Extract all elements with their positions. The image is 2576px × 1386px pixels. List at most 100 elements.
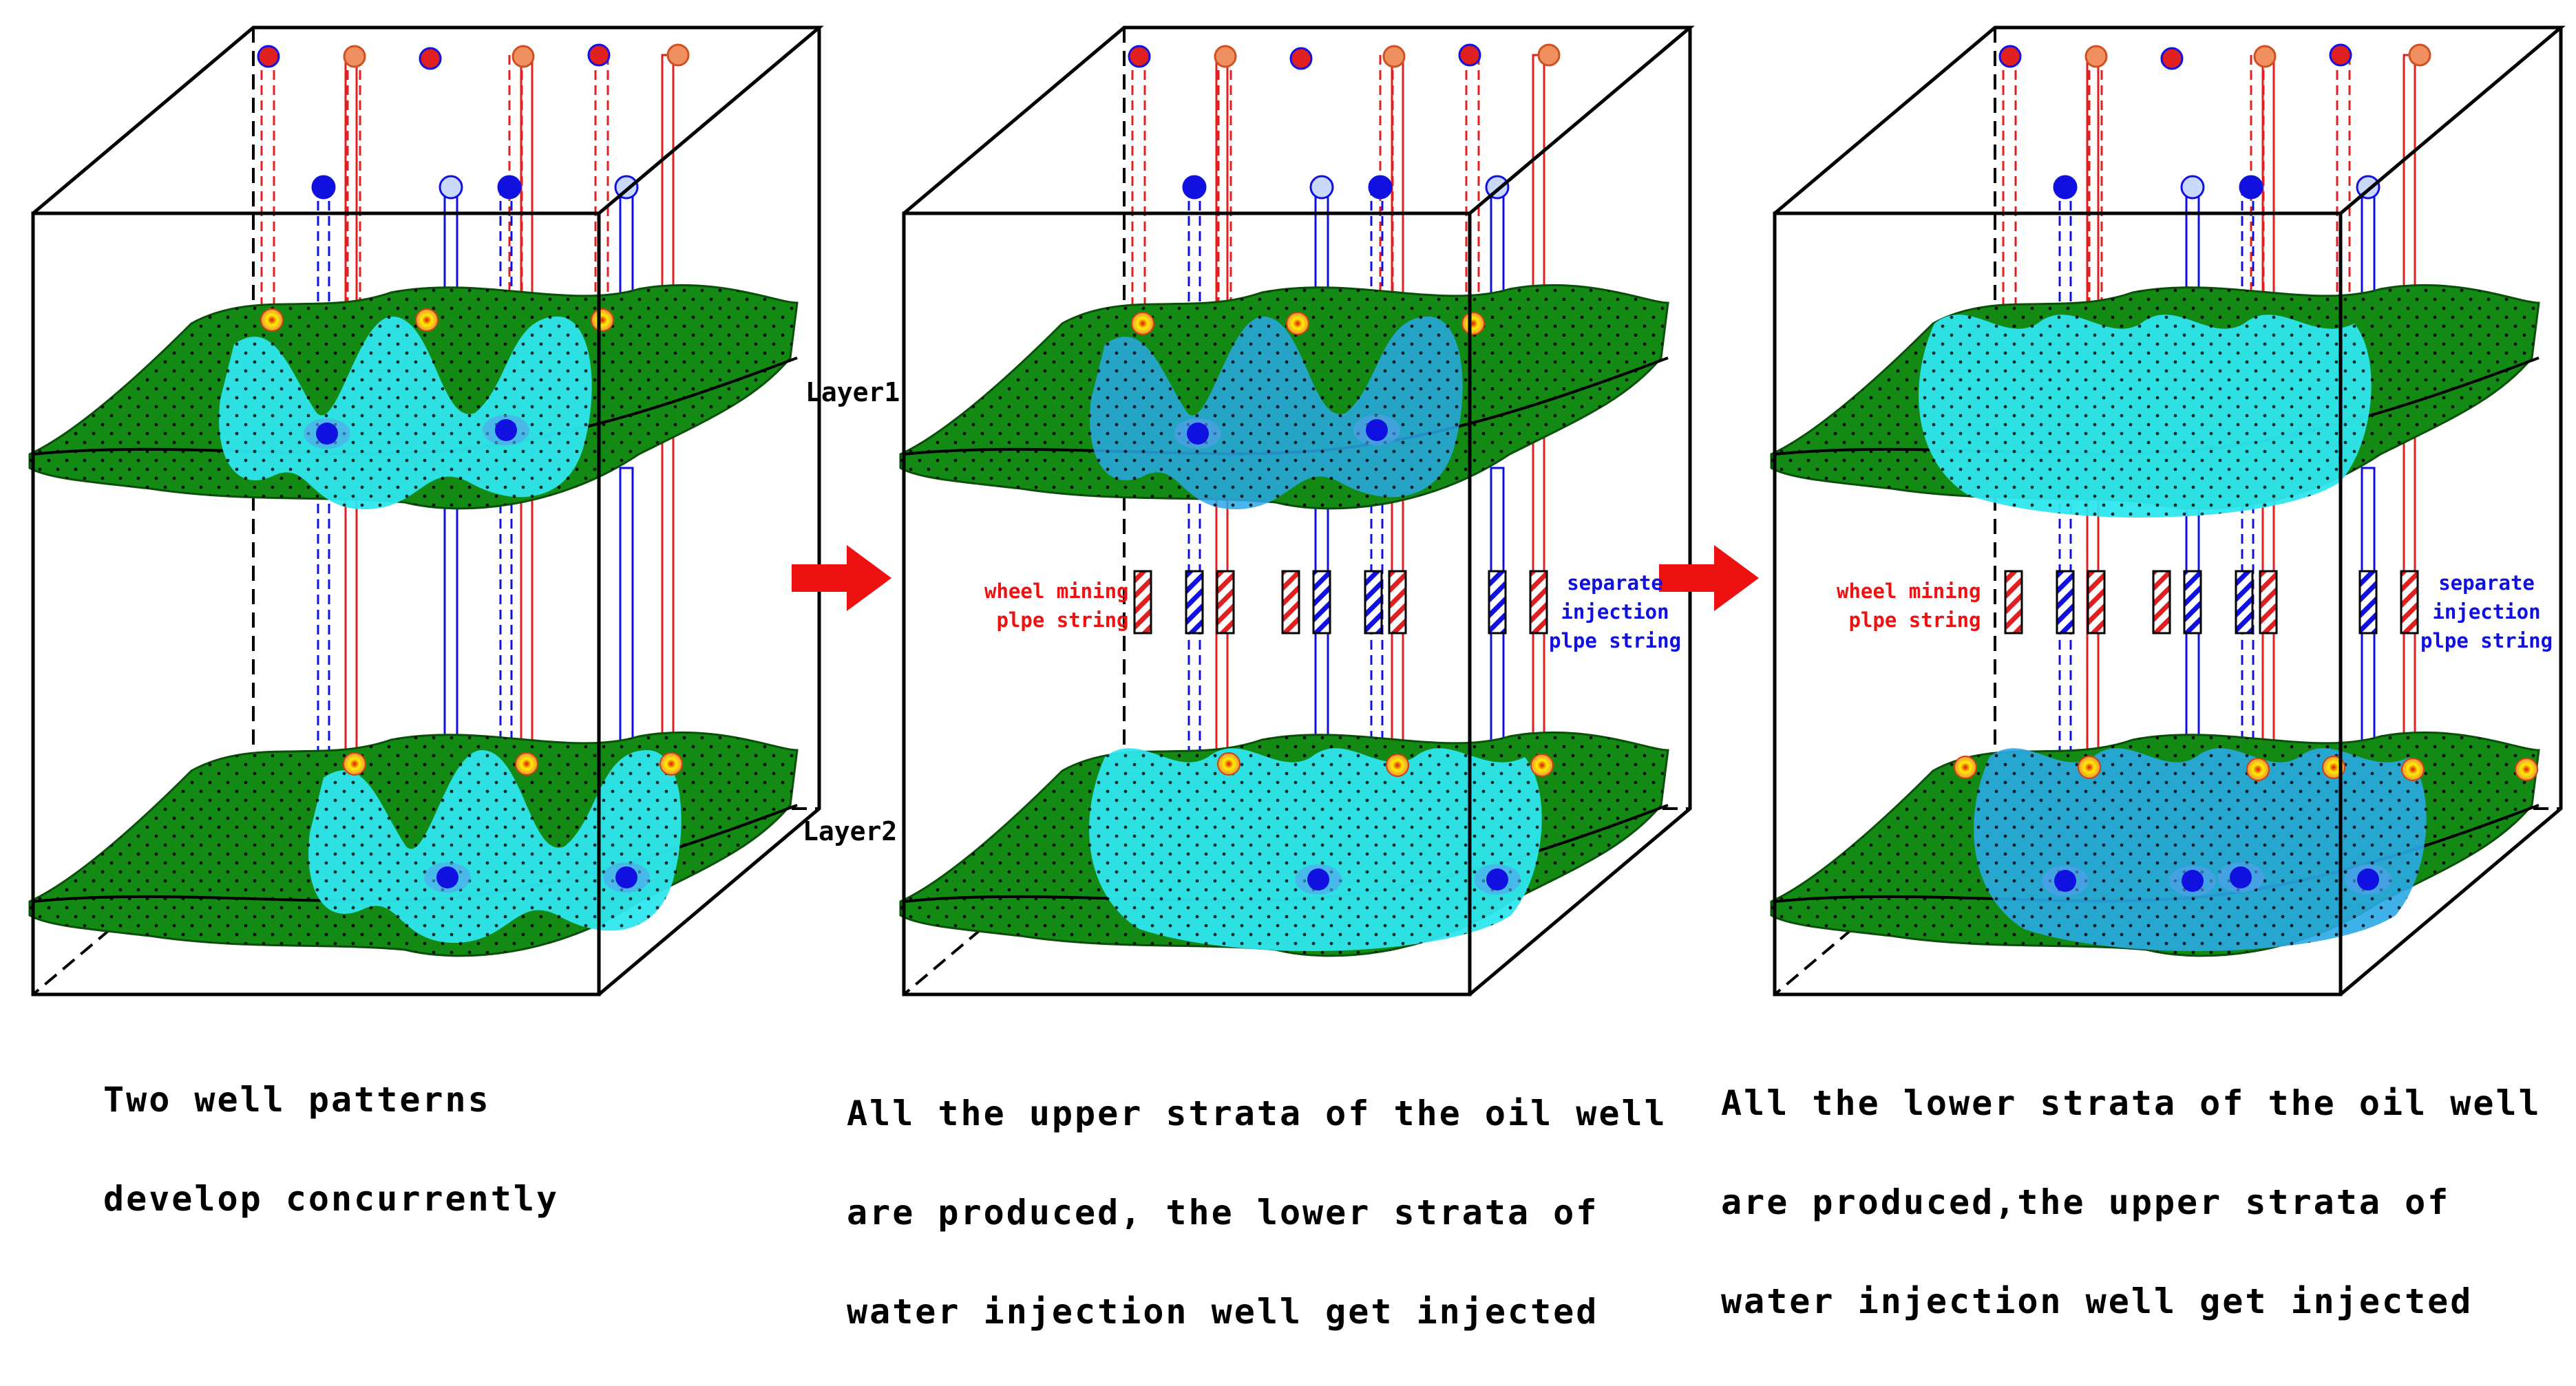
pipe-string-icon <box>2004 570 2023 635</box>
well-head-icon <box>1998 45 2022 68</box>
injection-well-marker-icon <box>2180 175 2205 200</box>
pipe-string-icon <box>1281 570 1300 635</box>
box-outline <box>902 25 1695 996</box>
caption-line: water injection well get injected <box>847 1292 1599 1332</box>
flow-arrow-icon <box>1659 545 1759 611</box>
well-heads <box>1128 43 1561 200</box>
oil-well-marker-icon <box>1131 312 1154 335</box>
well-head-icon <box>2253 45 2277 68</box>
injection-point-icon <box>1187 423 1209 445</box>
well-head-icon <box>1458 43 1481 67</box>
injection-point-icon <box>316 423 338 445</box>
well-head-icon <box>1382 45 1406 68</box>
oil-well-marker-icon <box>1461 312 1485 335</box>
stratum-layer2 <box>899 731 1669 957</box>
pipe-string-icon <box>1216 570 1235 635</box>
separate-line1: separate <box>1567 571 1663 595</box>
well-head-icon <box>2329 43 2352 67</box>
well-head-icon <box>587 43 611 67</box>
caption-line: All the upper strata of the oil well <box>847 1094 1667 1133</box>
oil-well-marker-icon <box>343 752 366 776</box>
well-head-icon <box>1289 47 1313 70</box>
injection-well-marker-icon <box>497 175 522 200</box>
injection-point-icon <box>2230 866 2252 888</box>
wheel-mining-label-panel3: wheel mining plpe string <box>1837 577 1981 635</box>
box-outline <box>1773 25 2566 996</box>
wheel-mining-line2: plpe string <box>996 608 1129 632</box>
injection-point-icon <box>1486 868 1508 891</box>
pipe-string-icon <box>1388 570 1407 635</box>
oil-well-marker-icon <box>2246 758 2270 781</box>
separate-line1: separate <box>2438 571 2535 595</box>
wheel-mining-line2: plpe string <box>1848 608 1981 632</box>
diagram-stage: Layer1 Layer2 wheel mining plpe string s… <box>28 25 2566 1332</box>
water-zone-dots <box>1089 748 1542 952</box>
pipe-strings <box>2004 570 2419 635</box>
pipe-string-icon <box>1529 570 1548 635</box>
caption-panel2: All the upper strata of the oil well are… <box>847 1039 1667 1386</box>
injection-well-marker-icon <box>1309 175 1334 200</box>
injection-point-icon <box>495 419 517 441</box>
injection-well-marker-icon <box>2053 175 2078 200</box>
injection-well-marker-icon <box>2239 175 2263 200</box>
oil-well-marker-icon <box>1530 754 1554 777</box>
oil-well-marker-icon <box>2078 756 2101 779</box>
reservoir-diagram <box>28 25 2566 996</box>
wheel-mining-label-panel2: wheel mining plpe string <box>984 577 1129 635</box>
pipe-string-icon <box>2235 570 2254 635</box>
panel-1 <box>28 25 824 996</box>
oil-well-marker-icon <box>2515 758 2538 781</box>
caption-line: All the lower strata of the oil well <box>1721 1083 2542 1123</box>
well-head-icon <box>1537 43 1561 67</box>
well-heads <box>257 43 690 200</box>
injection-well-marker-icon <box>1368 175 1393 200</box>
injection-point-icon <box>1307 868 1329 891</box>
caption-line: water injection well get injected <box>1721 1281 2473 1321</box>
pipe-string-icon <box>1364 570 1383 635</box>
caption-line: develop concurrently <box>103 1179 560 1219</box>
injection-well-marker-icon <box>439 175 463 200</box>
oil-well-marker-icon <box>2401 758 2425 781</box>
pipe-string-icon <box>2056 570 2075 635</box>
pipe-string-icon <box>1133 570 1152 635</box>
water-zone-dots <box>1919 314 2372 518</box>
pipe-string-icon <box>2358 570 2378 635</box>
injection-point-icon <box>615 866 637 888</box>
pipe-strings <box>1133 570 1548 635</box>
injection-point-icon <box>1366 419 1388 441</box>
oil-well-marker-icon <box>1286 312 1309 335</box>
injection-well-marker-icon <box>1182 175 1207 200</box>
pipe-string-icon <box>1185 570 1204 635</box>
injection-point-icon <box>436 866 458 888</box>
injection-well-marker-icon <box>311 175 336 200</box>
oil-well-marker-icon <box>515 752 538 776</box>
oil-well-marker-icon <box>260 308 284 332</box>
water-zone-dots <box>1090 317 1463 509</box>
caption-panel1: Two well patterns develop concurrently <box>103 1025 559 1273</box>
pipe-string-icon <box>2259 570 2278 635</box>
well-head-icon <box>666 43 690 67</box>
layer1-label: Layer1 <box>805 377 900 407</box>
flow-arrow-icon <box>792 545 891 611</box>
panel-2 <box>899 25 1695 996</box>
well-head-icon <box>343 45 366 68</box>
caption-line: Two well patterns <box>103 1080 491 1120</box>
pipe-string-icon <box>2183 570 2202 635</box>
well-head-icon <box>419 47 442 70</box>
well-head-icon <box>257 45 280 68</box>
layer2-label: Layer2 <box>803 816 898 846</box>
oil-well-marker-icon <box>1386 754 1409 777</box>
injection-point-icon <box>2182 870 2204 892</box>
oil-well-marker-icon <box>659 752 683 776</box>
oil-well-marker-icon <box>1217 752 1241 776</box>
separate-injection-label-panel2: separate injection plpe string <box>1549 568 1681 655</box>
stratum-layer1 <box>28 284 799 510</box>
water-zone-dots <box>1974 748 2427 952</box>
oil-well-marker-icon <box>591 308 614 332</box>
pipe-string-icon <box>1488 570 1507 635</box>
pipe-string-icon <box>1312 570 1331 635</box>
caption-line: are produced,the upper strata of <box>1721 1182 2451 1222</box>
well-head-icon <box>2160 47 2184 70</box>
oil-well-marker-icon <box>415 308 439 332</box>
panel-3 <box>1770 25 2566 996</box>
